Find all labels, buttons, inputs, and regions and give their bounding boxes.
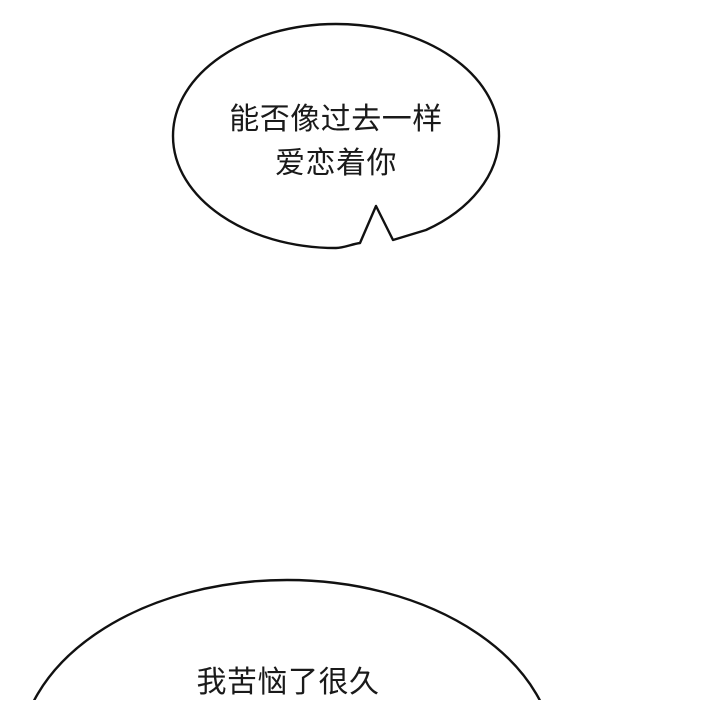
speech-bubble-bottom-text: 我苦恼了很久: [128, 662, 448, 704]
bubble-top-line-1: 能否像过去一样: [229, 103, 443, 136]
bubble-top-line-2: 爱恋着你: [275, 147, 397, 180]
speech-bubble-top-text: 能否像过去一样 爱恋着你: [176, 98, 496, 186]
bubble-top-path: [171, 22, 501, 250]
speech-bubble-bottom-outline[interactable]: [19, 578, 555, 700]
bubble-bottom-line-1: 我苦恼了很久: [196, 666, 380, 699]
speech-bubble-top-outline[interactable]: [171, 22, 501, 250]
bubble-bottom-path: [33, 578, 541, 700]
